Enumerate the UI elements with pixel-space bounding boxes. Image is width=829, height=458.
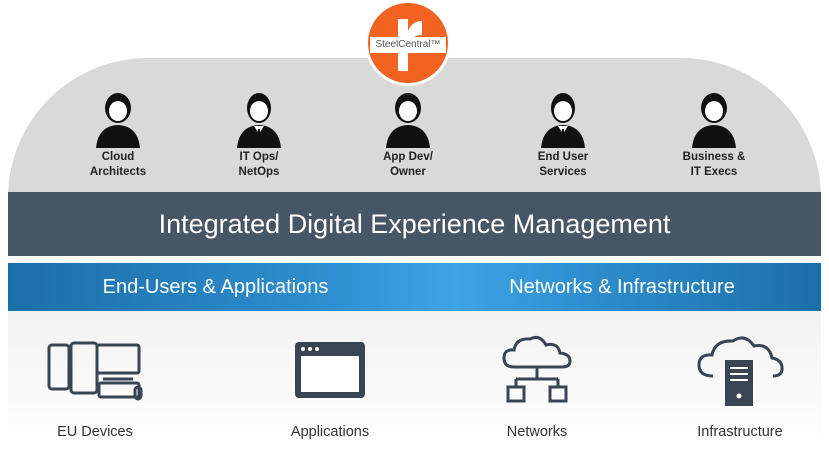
person-icon [692,93,736,148]
capability-label: EU Devices [57,424,133,440]
category-left: End-Users & Applications [102,276,329,298]
persona-it-ops: IT Ops/ NetOps [204,92,314,180]
persona-label: End User Services [537,151,589,178]
persona-end-user-services: End User Services [508,92,618,180]
person-tie-icon [237,93,281,148]
person-icon [386,93,430,148]
app-window-icon [295,342,365,398]
cloud-server-icon [697,336,784,406]
persona-label: App Dev/ Owner [383,151,433,178]
person-icon [96,93,140,148]
category-band: End-Users & Applications Networks & Infr… [8,263,821,311]
capability-label: Applications [290,424,370,440]
logo-r-icon [398,19,422,71]
main-title-band: Integrated Digital Experience Management [8,192,821,256]
person-tie-icon [541,93,585,148]
capability-eu-devices: EU Devices [20,330,170,440]
persona-business-execs: Business & IT Execs [659,92,769,180]
capabilities-area [8,311,821,451]
persona-label: IT Ops/ NetOps [238,151,280,178]
persona-label: Cloud Architects [89,151,147,178]
persona-label: Business & IT Execs [682,151,746,178]
steelcentral-logo: SteelCentral™ [368,3,448,83]
capability-label: Networks [506,424,568,440]
devices-icon [47,341,143,401]
cloud-network-icon [502,336,572,403]
persona-cloud-architects: Cloud Architects [63,92,173,180]
capability-infrastructure: Infrastructure [665,330,815,440]
category-right: Networks & Infrastructure [509,276,735,298]
capability-networks: Networks [462,330,612,440]
logo-text: SteelCentral™ [370,37,446,53]
capability-applications: Applications [255,330,405,440]
persona-app-dev: App Dev/ Owner [353,92,463,180]
capability-label: Infrastructure [697,424,783,440]
